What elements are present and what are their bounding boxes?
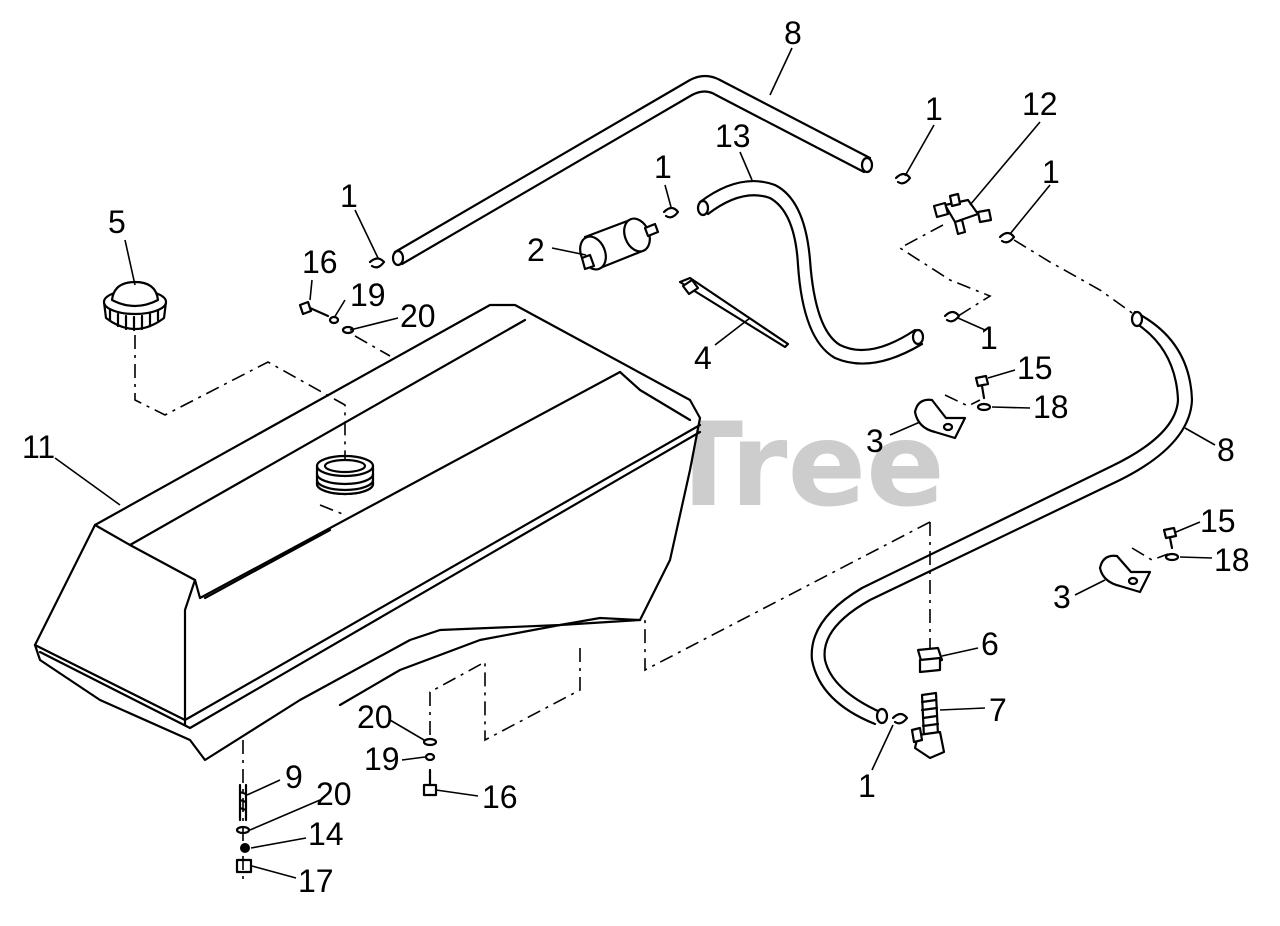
- callout-13: 13: [715, 118, 751, 154]
- callout-20: 20: [357, 699, 393, 735]
- callout-11: 11: [22, 429, 55, 465]
- callout-7: 7: [989, 692, 1007, 728]
- fuel-cap: [102, 280, 168, 332]
- callout-17: 17: [298, 863, 334, 899]
- callout-15: 15: [1200, 503, 1236, 539]
- p-clamp-lower: [1098, 554, 1152, 594]
- clamp-icon: [943, 310, 961, 323]
- callout-1: 1: [340, 178, 358, 214]
- callout-numbers: 11 5 1 16 19 20 2 1 13 8 1 12 1 1 4 15 1…: [22, 15, 1250, 899]
- callout-1: 1: [858, 768, 876, 804]
- callout-8: 8: [784, 15, 802, 51]
- callout-1: 1: [654, 149, 672, 185]
- clamp-icon: [662, 206, 680, 219]
- callout-1: 1: [925, 91, 943, 127]
- fuel-filter: [579, 217, 660, 271]
- fuel-line-lower: [810, 310, 1194, 726]
- shutoff-valve: [916, 646, 944, 674]
- fuel-hose: [696, 179, 925, 365]
- callout-1: 1: [1042, 154, 1060, 190]
- callout-1: 1: [980, 320, 998, 356]
- fuel-line-upper: [391, 74, 874, 267]
- callout-6: 6: [981, 626, 999, 662]
- hardware: [235, 300, 1180, 874]
- filler-neck: [315, 454, 375, 496]
- leader-lines: [54, 47, 1216, 879]
- callout-16: 16: [482, 779, 518, 815]
- callout-12: 12: [1022, 86, 1058, 122]
- callout-20: 20: [316, 776, 352, 812]
- callout-18: 18: [1214, 542, 1250, 578]
- elbow-fitting: [910, 691, 946, 760]
- fuel-tank: [33, 303, 702, 762]
- callout-3: 3: [1053, 579, 1071, 615]
- callout-3: 3: [866, 423, 884, 459]
- tee-fitting: [932, 192, 993, 236]
- callout-4: 4: [694, 340, 712, 376]
- callout-18: 18: [1033, 389, 1069, 425]
- clamp-icon: [894, 172, 912, 185]
- callout-2: 2: [527, 232, 545, 268]
- clamp-icon: [368, 257, 386, 269]
- callout-20: 20: [400, 298, 436, 334]
- callout-19: 19: [350, 277, 386, 313]
- assembly-lines: [134, 224, 1169, 880]
- callout-9: 9: [285, 759, 303, 795]
- callout-15: 15: [1017, 350, 1053, 386]
- hose-clamps: [368, 172, 1016, 725]
- callout-8: 8: [1217, 432, 1235, 468]
- cable-tie: [678, 276, 790, 349]
- clamp-icon: [891, 712, 909, 725]
- callout-19: 19: [364, 741, 400, 777]
- callout-16: 16: [302, 244, 338, 280]
- clamp-icon: [998, 231, 1016, 244]
- callout-14: 14: [308, 816, 344, 852]
- callout-5: 5: [108, 204, 126, 240]
